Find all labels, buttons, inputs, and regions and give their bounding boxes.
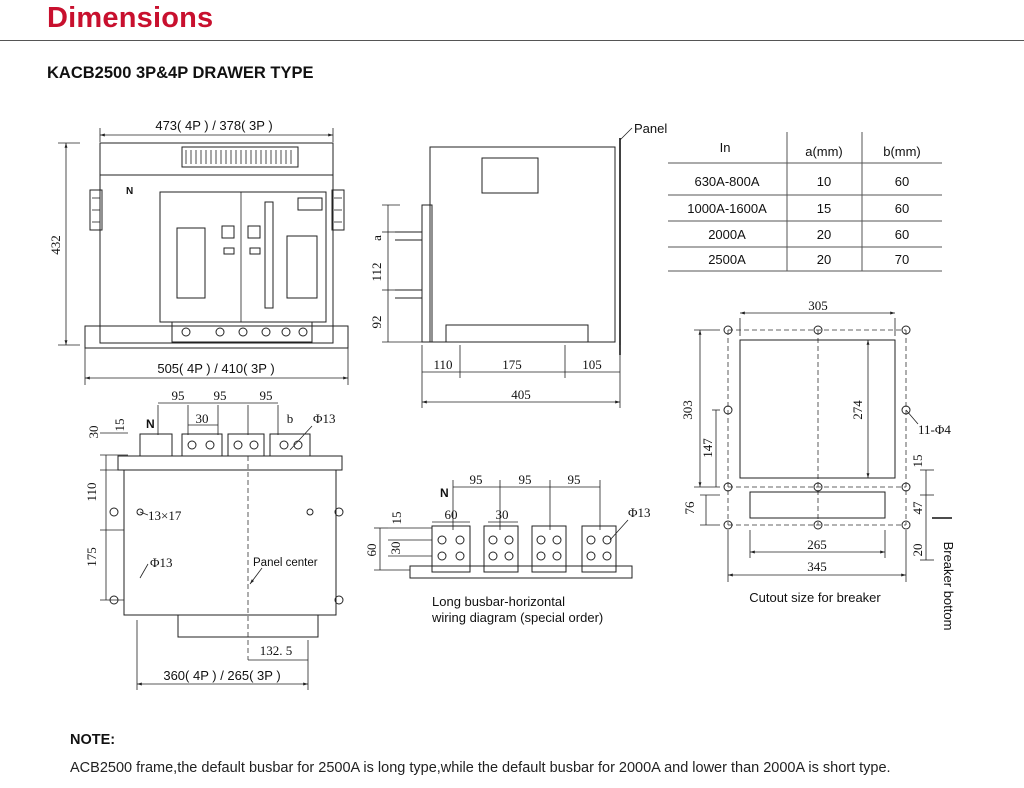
cutout-holes-label: 11-Φ4 [918,422,951,437]
busbar-n-label: N [440,486,449,500]
bottom-dim-15-left: 15 [112,419,127,432]
table-cell: 1000A-1600A [687,201,767,216]
bottom-dim-95-2: 95 [214,388,227,403]
panel-label: Panel [634,121,667,136]
busbar-dim-30-left: 30 [388,542,403,555]
cutout-dim-15: 15 [910,455,925,468]
table-header-in: In [720,140,731,155]
busbar-caption-line2: wiring diagram (special order) [431,610,603,625]
cutout-dim-20: 20 [910,544,925,557]
side-dim-92: 92 [369,316,384,329]
cutout-view: 305 303 147 274 11-Φ4 76 15 47 [680,298,956,630]
front-width-bottom-label: 505( 4P ) / 410( 3P ) [157,361,274,376]
table-cell: 60 [895,201,909,216]
side-dim-112: 112 [369,262,384,281]
side-dim-105: 105 [582,357,602,372]
front-width-top-label: 473( 4P ) / 378( 3P ) [155,118,272,133]
table-cell: 60 [895,174,909,189]
cutout-dim-274: 274 [850,400,865,420]
side-view: Panel a 112 92 110 175 105 405 [369,121,667,408]
breaker-bottom-label: Breaker bottom [941,542,956,631]
table-cell: 20 [817,227,831,242]
bottom-dim-95-1: 95 [172,388,185,403]
panel-center-label: Panel center [253,557,318,569]
bottom-slot-label: 13×17 [148,508,182,523]
bottom-dim-175: 175 [84,547,99,567]
front-n-label: N [126,186,133,197]
cutout-caption: Cutout size for breaker [749,590,881,605]
drawing-subtitle: KACB2500 3P&4P DRAWER TYPE [47,64,314,82]
bottom-phi13-top: Φ13 [313,411,336,426]
busbar-dim-95-3: 95 [568,472,581,487]
bottom-dim-b: b [287,411,294,426]
cutout-dim-305: 305 [808,298,828,313]
bottom-view: 95 95 95 30 b Φ13 30 15 N 110 175 13 [84,388,344,690]
table-cell: 70 [895,252,909,267]
table-cell: 10 [817,174,831,189]
table-cell: 2500A [708,252,746,267]
side-dim-a: a [369,235,384,241]
busbar-dim-95-2: 95 [519,472,532,487]
busbar-dim-15: 15 [389,512,404,525]
bottom-width-label: 360( 4P ) / 265( 3P ) [163,668,280,683]
busbar-dim-60-left: 60 [364,544,379,557]
side-dim-405: 405 [511,387,531,402]
bottom-dim-110: 110 [84,482,99,501]
cutout-dim-303: 303 [680,400,695,420]
title-divider [0,40,1024,41]
busbar-dimension-table: In a(mm) b(mm) 630A-800A 10 60 1000A-160… [668,132,942,272]
cutout-dim-47: 47 [910,501,925,515]
table-cell: 15 [817,201,831,216]
bottom-dim-95-3: 95 [260,388,273,403]
bottom-dim-30-top: 30 [196,411,209,426]
busbar-dim-60-top: 60 [445,507,458,522]
front-view: 473( 4P ) / 378( 3P ) 432 N 505( 4P ) / … [48,118,349,385]
side-dim-175: 175 [502,357,522,372]
busbar-view: N 95 95 95 Φ13 60 30 15 60 30 Long busba… [364,472,651,625]
bottom-phi13-left: Φ13 [150,555,173,570]
cutout-dim-76: 76 [682,501,697,515]
table-cell: 20 [817,252,831,267]
busbar-caption-line1: Long busbar-horizontal [432,594,565,609]
busbar-phi13: Φ13 [628,505,651,520]
busbar-dim-95-1: 95 [470,472,483,487]
note-text: ACB2500 frame,the default busbar for 250… [70,760,891,776]
bottom-dim-30-left: 30 [86,426,101,439]
table-header-b: b(mm) [883,144,921,159]
cutout-dim-147: 147 [700,438,715,458]
busbar-dim-30-top: 30 [496,507,509,522]
table-cell: 2000A [708,227,746,242]
table-cell: 60 [895,227,909,242]
table-header-a: a(mm) [805,144,843,159]
table-cell: 630A-800A [694,174,759,189]
note-heading: NOTE: [70,732,116,748]
cutout-dim-345: 345 [807,559,827,574]
bottom-dim-132-5: 132. 5 [260,643,293,658]
side-dim-110: 110 [433,357,452,372]
cutout-dim-265: 265 [807,537,827,552]
bottom-n-label: N [146,417,155,431]
front-height-label: 432 [48,235,63,255]
page-title: Dimensions [47,2,214,34]
